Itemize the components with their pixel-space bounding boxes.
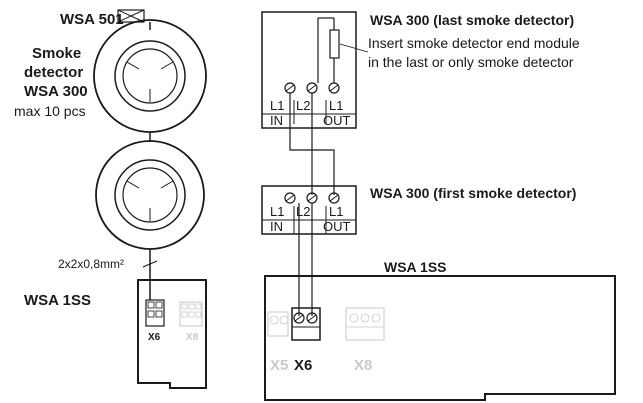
detector-label-detector: detector: [24, 64, 83, 81]
detector-label-smoke: Smoke: [32, 45, 81, 62]
first-terminal-l1-in: L1: [270, 204, 284, 219]
end-module-note-1: Insert smoke detector end module: [368, 35, 580, 51]
connector-x8-label-small: X8: [186, 332, 199, 343]
first-terminal-l2: L2: [296, 204, 310, 219]
controller-label-right: WSA 1SS: [384, 259, 447, 275]
last-detector-box: [261, 11, 357, 129]
connector-x6-label-large: X6: [294, 357, 312, 374]
end-module-resistor: [317, 17, 340, 83]
connector-x8-label-large: X8: [354, 357, 372, 374]
last-detector-title: WSA 300 (last smoke detector): [370, 12, 574, 28]
wsa501-symbol: [117, 9, 145, 23]
smoke-detector-upper: [93, 19, 207, 133]
end-module-note-2: in the last or only smoke detector: [368, 54, 574, 70]
first-label-in: IN: [270, 219, 283, 234]
smoke-detector-lower: [95, 140, 205, 250]
connector-x6-small: [145, 299, 165, 327]
first-detector-title: WSA 300 (first smoke detector): [370, 185, 576, 201]
connector-x5-label: X5: [270, 357, 288, 374]
detector-label-model: WSA 300: [24, 83, 88, 100]
connector-x6-large: [291, 307, 321, 341]
controller-wires: [298, 203, 313, 316]
connector-x8-large: [345, 307, 385, 341]
controller-box-small: [137, 279, 207, 389]
last-terminal-l1-in: L1: [270, 98, 284, 113]
last-terminal-l1-out: L1: [329, 98, 343, 113]
last-label-in: IN: [270, 113, 283, 128]
connector-x5: [267, 311, 289, 337]
last-label-out: OUT: [323, 113, 351, 128]
first-terminal-l1-out: L1: [329, 204, 343, 219]
last-terminal-l2: L2: [296, 98, 310, 113]
cable-line: [142, 249, 158, 300]
controller-box-large: [264, 275, 616, 401]
cable-label: 2x2x0,8mm²: [58, 257, 124, 271]
connector-x8-small: [179, 301, 203, 327]
interconnect-wires: [289, 93, 335, 195]
wsa501-label: WSA 501: [60, 11, 124, 28]
note-pointer: [339, 43, 369, 53]
detector-max-count: max 10 pcs: [14, 103, 86, 119]
connector-x6-label-small: X6: [148, 332, 161, 343]
controller-label-left: WSA 1SS: [24, 292, 91, 309]
first-label-out: OUT: [323, 219, 351, 234]
